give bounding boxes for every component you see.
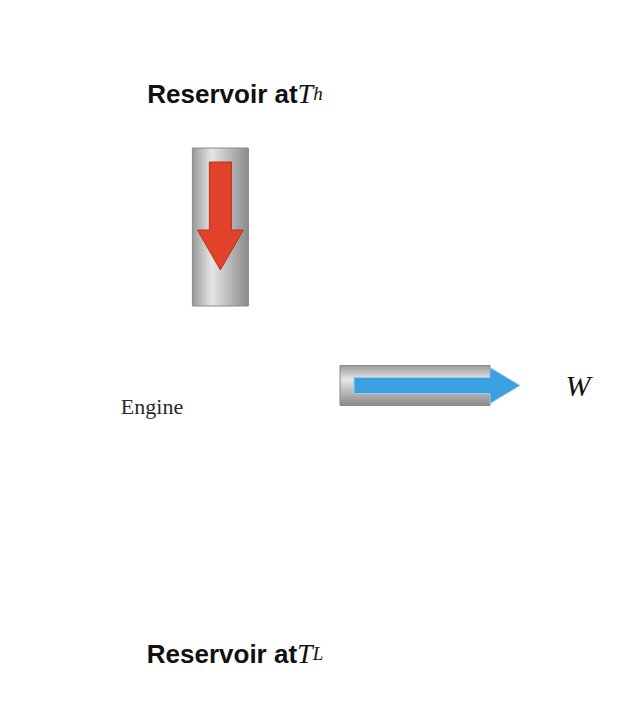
work-output-box: W [530, 346, 626, 426]
hot-reservoir: Reservoir at Th [8, 8, 490, 150]
engine-label: Engine [87, 387, 217, 427]
work-label: W [530, 346, 626, 426]
heat-pipe-arrow [340, 366, 520, 406]
engine-cylinder: Engine [80, 282, 460, 512]
reservoir-label: Reservoir at Th [9, 39, 461, 149]
heat-pipe-arrow [192, 148, 248, 306]
cold-reservoir: Reservoir at TL [8, 572, 490, 706]
reservoir-label: Reservoir at TL [9, 603, 461, 705]
